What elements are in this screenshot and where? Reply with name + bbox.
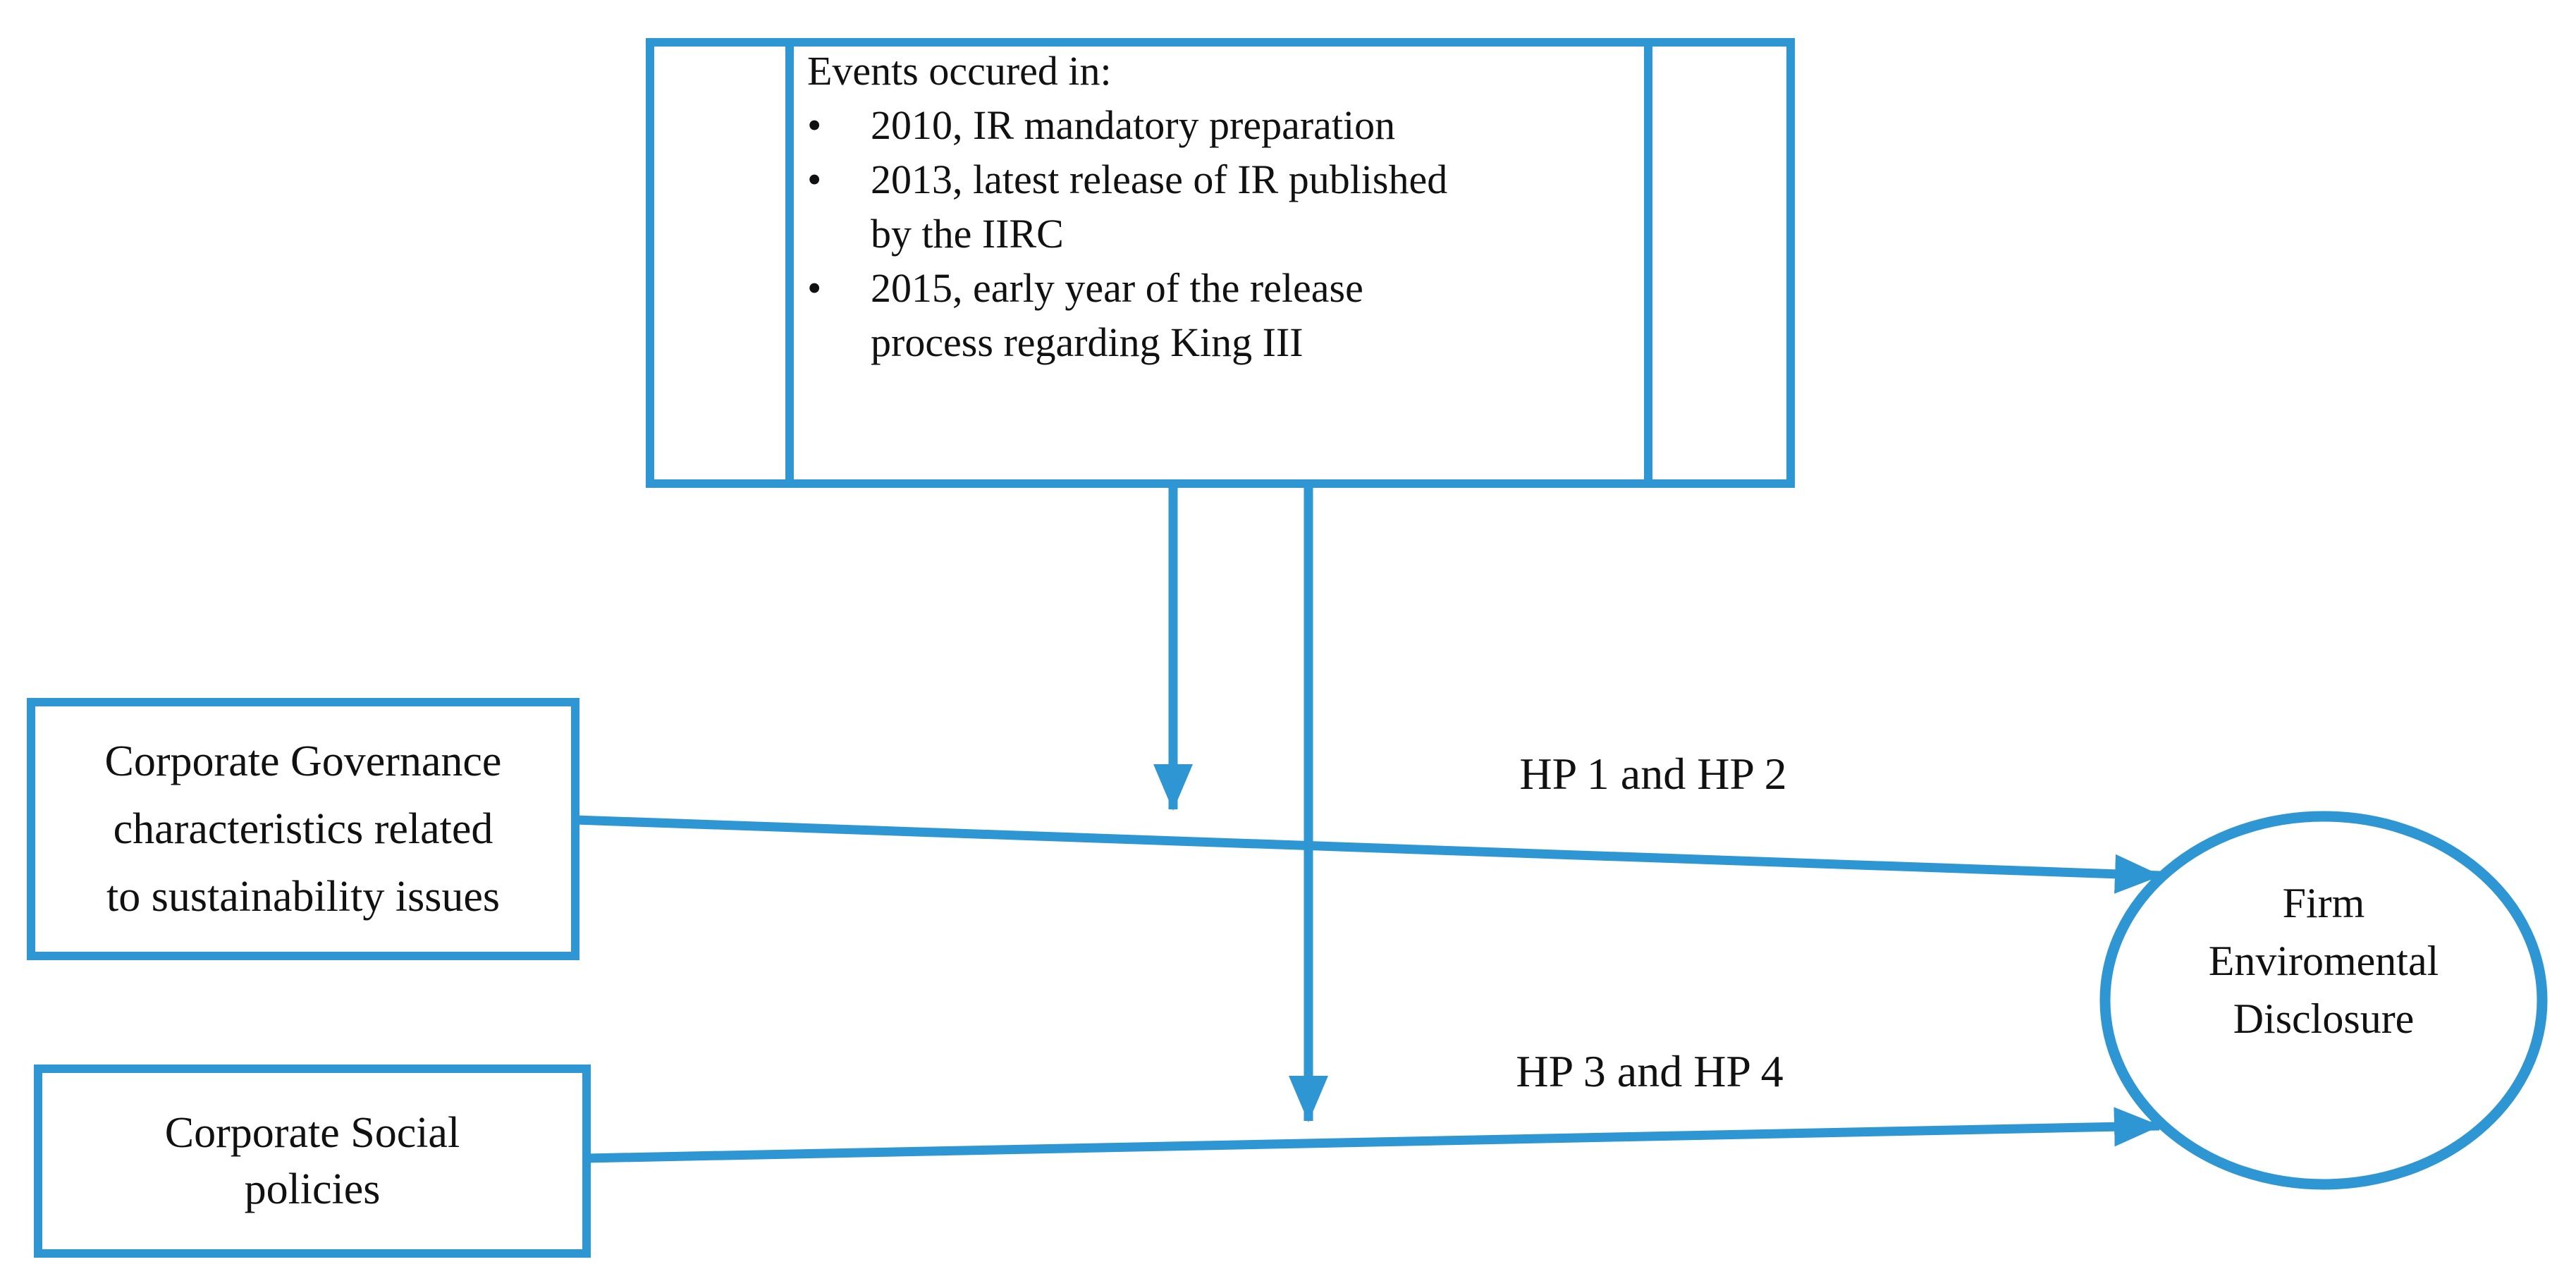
- list-item: • 2013, latest release of IR published: [807, 152, 1646, 207]
- arrow-social-to-disclosure: [586, 1107, 2161, 1163]
- bullet-text: 2015, early year of the release: [871, 265, 1363, 311]
- governance-box: Corporate Governance characteristics rel…: [27, 698, 579, 960]
- disclosure-line: Firm: [2282, 880, 2365, 926]
- social-line: policies: [244, 1165, 381, 1213]
- social-line: Corporate Social: [164, 1109, 460, 1157]
- bullet-text-continuation: process regarding King III: [871, 319, 1304, 365]
- bullet-icon: •: [807, 102, 822, 148]
- list-item: • 2010, IR mandatory preparation: [807, 98, 1646, 152]
- governance-line: characteristics related: [113, 805, 493, 853]
- hypothesis-label-lower: HP 3 and HP 4: [1516, 1046, 1784, 1096]
- events-box-separator-left: [785, 47, 794, 479]
- disclosure-line: Disclosure: [2233, 995, 2415, 1042]
- events-box-separator-right: [1644, 47, 1652, 479]
- bullet-text: 2013, latest release of IR published: [871, 157, 1448, 202]
- disclosure-label-block: Firm Enviromental Disclosure: [2077, 874, 2570, 1048]
- social-policies-box: Corporate Social policies: [34, 1065, 591, 1258]
- arrow-governance-to-disclosure: [575, 815, 2161, 894]
- firm-environmental-disclosure-ellipse: [2099, 811, 2548, 1190]
- governance-line: to sustainability issues: [106, 873, 500, 921]
- hypothesis-label-upper: HP 1 and HP 2: [1519, 749, 1787, 799]
- disclosure-line: Enviromental: [2208, 938, 2439, 984]
- list-item: • 2015, early year of the release: [807, 261, 1646, 315]
- governance-line: Corporate Governance: [104, 737, 502, 785]
- bullet-icon: •: [807, 265, 822, 311]
- events-box: [646, 38, 1795, 488]
- events-heading: Events occured in:: [807, 48, 1112, 94]
- events-text-block: Events occured in: • 2010, IR mandatory …: [807, 44, 1646, 369]
- bullet-text: 2010, IR mandatory preparation: [871, 102, 1396, 148]
- bullet-icon: •: [807, 157, 822, 202]
- bullet-text-continuation: by the IIRC: [871, 211, 1064, 257]
